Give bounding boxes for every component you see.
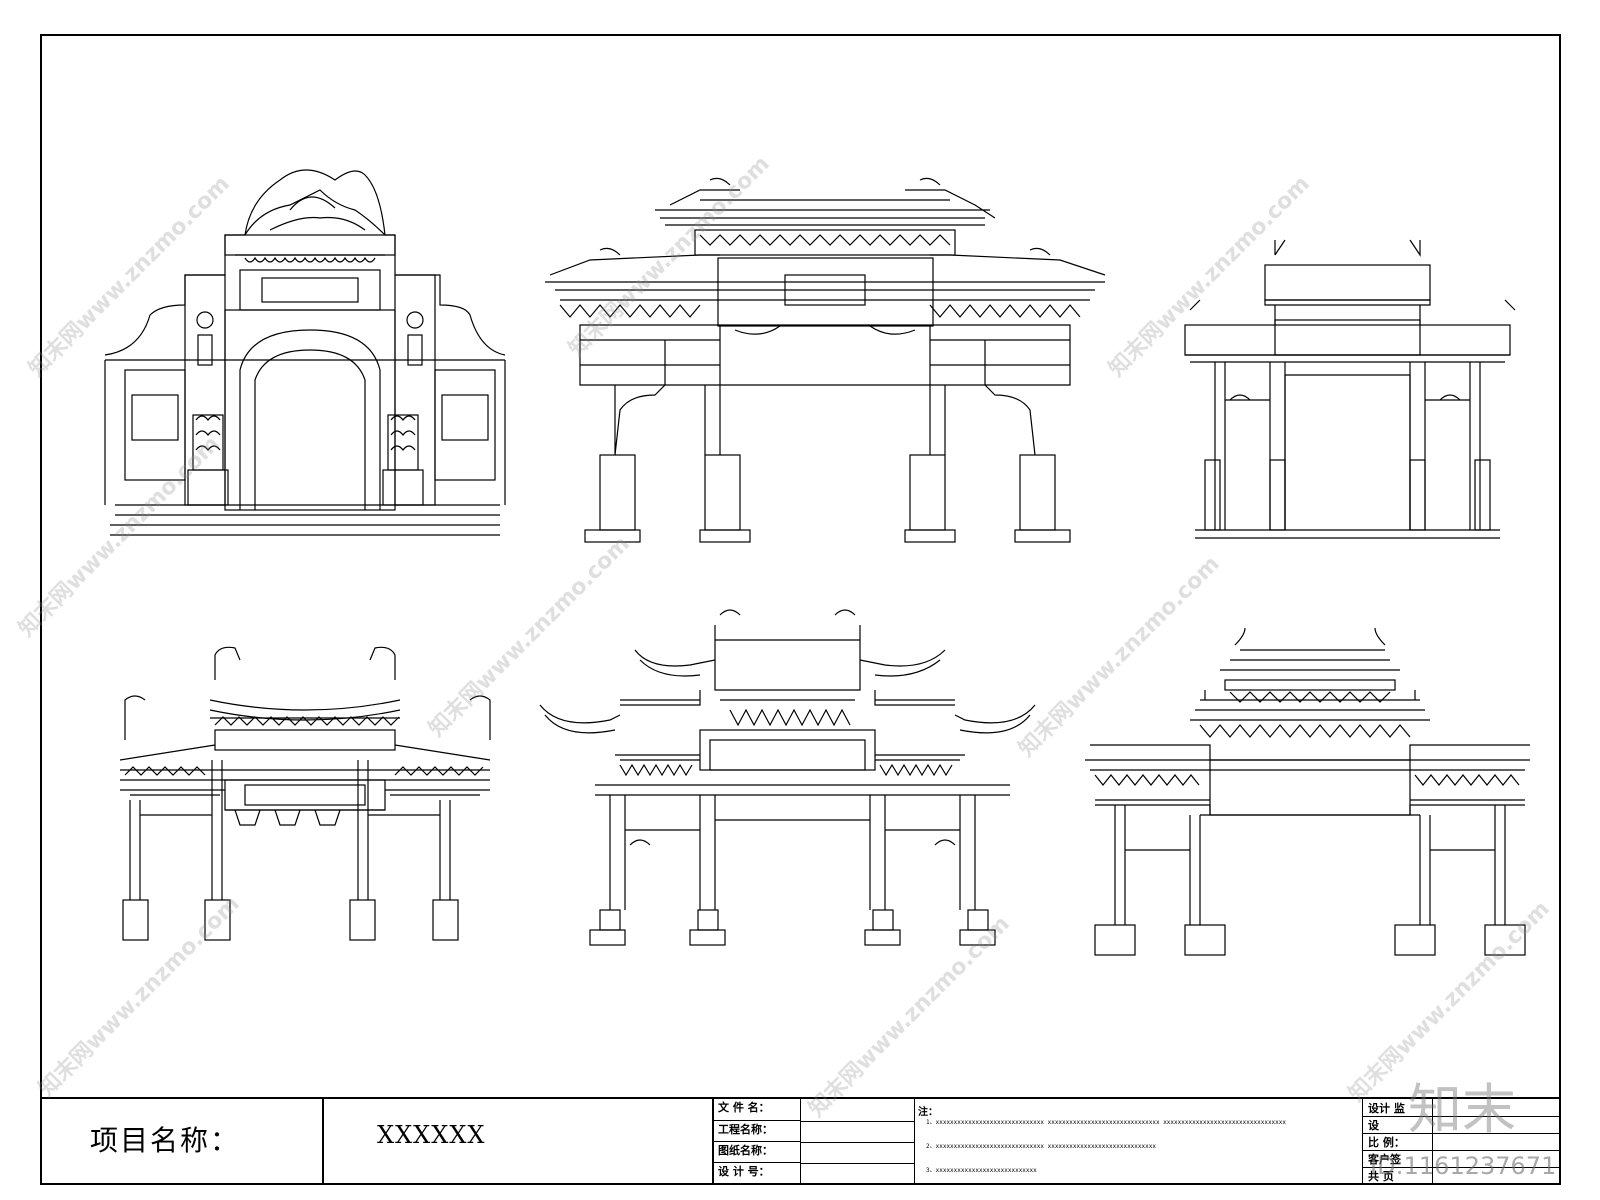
design-no-cell: 设 计 号： (714, 1163, 801, 1185)
file-name-cell: 文 件 名： (714, 1099, 801, 1121)
scale-label: 比 例： (1368, 1136, 1405, 1149)
total-pages-label: 共 页 (1368, 1170, 1394, 1183)
note-3: 3、xxxxxxxxxxxxxxxxxxxxxxxxxxxx (926, 1167, 1037, 1174)
id-watermark: ID:1161237671 (1370, 1152, 1557, 1180)
note-2: 2、xxxxxxxxxxxxxxxxxxxxxxxxxxxxxx xxxxxxx… (926, 1143, 1156, 1150)
row-line (1362, 1167, 1559, 1168)
design-supervisor-label: 设计 监 (1368, 1102, 1405, 1115)
signature-table: 设计 监 设 比 例： 客户签 共 页 (1362, 1099, 1559, 1185)
design-no-label: 设 计 号： (718, 1165, 770, 1178)
divider (712, 1099, 714, 1185)
notes-title: 注： (918, 1107, 938, 1118)
row-line (1362, 1150, 1559, 1151)
elevation-6-stepped-paifang (1085, 627, 1530, 956)
row-line (801, 1142, 914, 1143)
elevation-5-curved-eave-paifang (539, 609, 1036, 946)
project-name-label: 项目名称： (90, 1124, 241, 1157)
divider (1362, 1099, 1363, 1185)
client-signature-label: 客户签 (1368, 1153, 1401, 1166)
note-1: 1、xxxxxxxxxxxxxxxxxxxxxxxxxxxxxx xxxxxxx… (926, 1119, 1287, 1126)
elevation-4-ornate-paifang (119, 646, 491, 941)
designer-label: 设 (1368, 1119, 1379, 1132)
elevation-1-brick-arch (104, 169, 506, 536)
file-name-label: 文 件 名： (718, 1101, 770, 1114)
brand-watermark: 知末 (1408, 1078, 1516, 1141)
divider (322, 1099, 324, 1185)
engineering-name-cell: 工程名称： (714, 1121, 801, 1142)
file-info-table: 文 件 名： 工程名称： 图纸名称： 设 计 号： (714, 1099, 914, 1185)
row-line (801, 1121, 914, 1122)
divider (914, 1099, 915, 1185)
drawing-name-label: 图纸名称： (718, 1144, 773, 1157)
title-block: 项目名称： XXXXXX 文 件 名： 工程名称： 图纸名称： 设 计 号： 注… (40, 1097, 1561, 1185)
elevation-3-flat-paifang (1184, 239, 1516, 539)
row-line (1362, 1133, 1559, 1134)
engineering-name-label: 工程名称： (718, 1123, 773, 1136)
col-line (1432, 1099, 1433, 1185)
project-name-value: XXXXXX (377, 1121, 486, 1149)
elevation-2-stone-paifang (545, 177, 1106, 543)
row-line (801, 1163, 914, 1164)
row-line (1362, 1116, 1559, 1117)
drawing-name-cell: 图纸名称： (714, 1142, 801, 1163)
